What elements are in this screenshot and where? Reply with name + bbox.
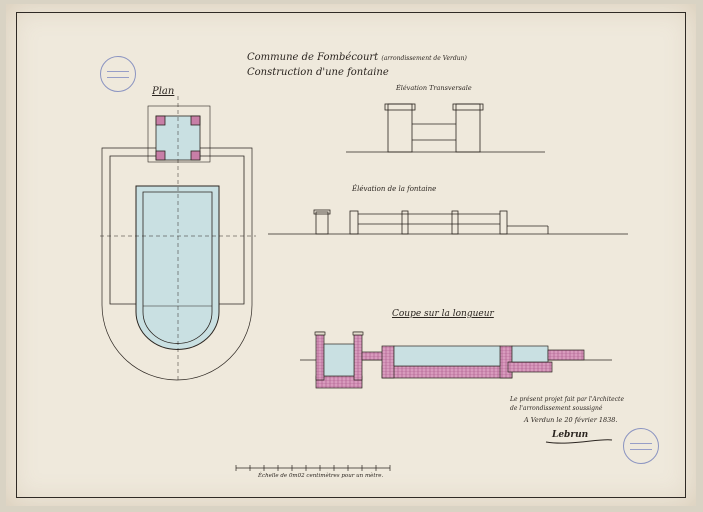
front-elevation xyxy=(268,209,628,235)
side-elevation-label: Élévation Transversale xyxy=(396,84,472,92)
signature-line: Le présent projet fait par l'Architecte xyxy=(510,396,624,403)
scale-label: Échelle de 0m02 centimètres pour un mètr… xyxy=(258,473,384,479)
signature-date: A Verdun le 20 février 1838. xyxy=(524,416,618,424)
drawing-border xyxy=(16,12,686,498)
front-elevation-label: Élévation de la fontaine xyxy=(352,185,437,193)
commune-title: Commune de Fombécourt (arrondissement de… xyxy=(247,52,467,63)
plan-view xyxy=(100,96,256,382)
side-elevation xyxy=(346,103,545,153)
longitudinal-section xyxy=(300,331,612,389)
signature-line: de l'arrondissement soussigné xyxy=(510,405,603,412)
signature-flourish xyxy=(545,439,613,444)
plan-label: Plan xyxy=(152,86,175,97)
section-label: Coupe sur la longueur xyxy=(392,309,494,319)
signature-name: Lebrun xyxy=(552,430,589,440)
scale-bar xyxy=(235,465,391,471)
project-title: Construction d'une fontaine xyxy=(247,67,389,78)
archive-stamp xyxy=(100,56,136,92)
archive-stamp xyxy=(623,428,659,464)
